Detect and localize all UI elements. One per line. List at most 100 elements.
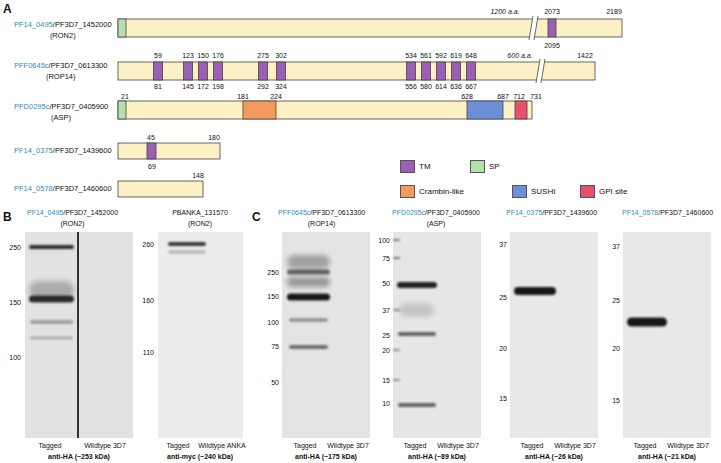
residue-number: 150	[197, 52, 209, 59]
residue-number: 123	[182, 52, 194, 59]
legend-swatch	[580, 185, 595, 198]
lane-label: Wildtype 3D7	[84, 442, 126, 449]
domain-box	[118, 19, 126, 37]
residue-number: 69	[148, 163, 156, 170]
protein-band	[168, 242, 206, 246]
scale-break	[536, 59, 540, 83]
residue-number: 148	[192, 172, 204, 179]
gene-id: PF14_0578	[622, 209, 658, 216]
gene-id: /PF3D7_0405900	[49, 103, 108, 111]
size-marker: 250	[267, 269, 279, 276]
size-marker: 15	[382, 377, 390, 384]
legend-text: GPI site	[599, 188, 627, 196]
size-marker: 250	[9, 244, 21, 251]
residue-number: 172	[197, 83, 209, 90]
size-marker: 75	[271, 343, 279, 350]
antibody-label: anti-HA (~175 kDa)	[295, 453, 357, 460]
legend-text: SUSHI	[531, 188, 555, 196]
lane-label: Tagged	[404, 442, 427, 449]
gene-id: PFF0645c	[14, 62, 49, 70]
residue-number: 302	[275, 52, 287, 59]
protein-band	[399, 303, 434, 317]
domain-box	[422, 62, 431, 80]
size-marker: 25	[382, 332, 390, 339]
protein-band	[393, 257, 400, 259]
legend-text: SP	[489, 163, 500, 171]
residue-number: 687	[497, 93, 509, 100]
gene-id: /PF3D7_1439600	[542, 209, 597, 216]
residue-number: 2095	[544, 42, 560, 49]
residue-number: 534	[405, 52, 417, 59]
protein-band	[287, 277, 330, 287]
domain-box	[277, 62, 286, 80]
antibody-label: anti-HA (~26 kDa)	[525, 453, 583, 460]
size-marker: 20	[499, 345, 507, 352]
size-marker: 160	[142, 297, 154, 304]
residue-number: 731	[530, 93, 542, 100]
protein-band	[393, 379, 400, 381]
protein-band	[393, 349, 400, 351]
scale-break	[529, 16, 538, 40]
lane-divider	[77, 232, 79, 438]
legend-swatch	[512, 185, 527, 198]
protein-bar	[118, 19, 622, 37]
blot-membrane	[282, 232, 370, 438]
residue-number: 2073	[544, 8, 560, 15]
residue-number: 592	[435, 52, 447, 59]
size-marker: 75	[382, 255, 390, 262]
gene-id: (ROP14)	[46, 73, 76, 81]
gene-id: /PF3D7_0405900	[425, 209, 480, 216]
protein-band	[289, 345, 328, 349]
gene-id: /PF3D7_0613300	[310, 209, 365, 216]
gene-id: /PF3D7_1460600	[658, 209, 713, 216]
gene-id: PFF0645c	[278, 209, 310, 216]
protein-band	[393, 239, 400, 241]
residue-number: 145	[182, 83, 194, 90]
lane-label: Tagged	[294, 442, 317, 449]
residue-number: 181	[237, 93, 249, 100]
protein-band	[397, 282, 437, 288]
gene-id: (ROP14)	[308, 220, 336, 227]
lane-label: Tagged	[39, 442, 62, 449]
residue-number: 21	[121, 93, 129, 100]
protein-band	[287, 270, 330, 275]
blot-membrane	[510, 232, 598, 438]
lane-label: Tagged	[521, 442, 544, 449]
size-marker: 37	[499, 241, 507, 248]
gene-id: PFD0295c	[392, 209, 425, 216]
residue-number: 667	[465, 83, 477, 90]
gene-id: PF14_0495	[14, 21, 53, 29]
domain-box	[199, 62, 208, 80]
gene-id: PF14_0578	[14, 185, 53, 193]
domain-box	[467, 62, 476, 80]
size-marker: 50	[271, 379, 279, 386]
protein-bar	[118, 62, 595, 80]
western-blots	[25, 232, 711, 438]
lane-label: Wildtype 3D7	[554, 442, 596, 449]
legend-swatch	[400, 160, 415, 173]
residue-number: 59	[154, 52, 162, 59]
size-marker: 37	[612, 243, 620, 250]
residue-number: 636	[450, 83, 462, 90]
size-marker: 37	[382, 307, 390, 314]
size-marker: 15	[499, 395, 507, 402]
gene-id: (ASP)	[51, 114, 71, 122]
antibody-label: anti-HA (~21 kDa)	[638, 453, 696, 460]
domain-box	[259, 62, 268, 80]
scale-break-label: 600 a.a.	[507, 52, 532, 59]
scale-break	[534, 16, 538, 40]
gene-id: (RON2)	[188, 220, 212, 227]
domain-box	[154, 62, 163, 80]
domain-box	[184, 62, 193, 80]
residue-number: 45	[147, 134, 155, 141]
gene-id: PF14_0375	[506, 209, 542, 216]
gene-id: /PF3D7_1452000	[63, 209, 118, 216]
lane-label: Wildtype ANKA	[198, 442, 245, 449]
residue-number: 2189	[606, 8, 622, 15]
residue-number: 619	[450, 52, 462, 59]
panel-letter: A	[3, 3, 12, 15]
residue-number: 198	[212, 83, 224, 90]
residue-number: 81	[154, 83, 162, 90]
domain-box	[437, 62, 446, 80]
residue-number: 561	[420, 52, 432, 59]
